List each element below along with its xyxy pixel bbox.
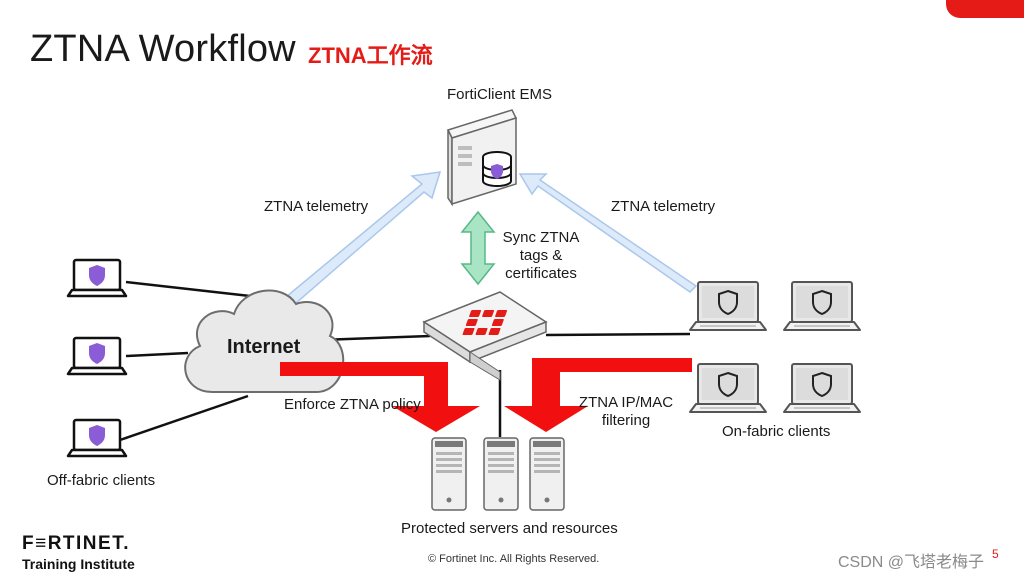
telemetry-arrow-right bbox=[518, 173, 698, 293]
telemetry-right-label: ZTNA telemetry bbox=[611, 198, 716, 215]
logo-subtitle: Training Institute bbox=[22, 556, 135, 572]
off-fabric-laptop-1 bbox=[66, 258, 128, 298]
enforce-policy-arrow bbox=[280, 362, 480, 432]
corner-accent bbox=[946, 0, 1024, 18]
sync-arrow bbox=[460, 210, 496, 286]
page-subtitle: ZTNA工作流 bbox=[308, 43, 433, 68]
page-title: ZTNA Workflow bbox=[30, 28, 296, 70]
watermark-text: CSDN @飞塔老梅子 bbox=[838, 554, 985, 571]
database-icon bbox=[482, 151, 512, 187]
ipmac-filter-arrow bbox=[504, 358, 692, 432]
sync-label: Sync ZTNA tags & certificates bbox=[502, 229, 580, 282]
shield-icon bbox=[89, 265, 105, 286]
page-number: 5 bbox=[992, 547, 999, 561]
off-fabric-laptop-3 bbox=[66, 418, 128, 458]
firewall-icon bbox=[422, 291, 548, 381]
internet-label: Internet bbox=[227, 336, 301, 358]
telemetry-left-label: ZTNA telemetry bbox=[264, 198, 369, 215]
server-icon-1 bbox=[431, 437, 467, 511]
shield-icon bbox=[812, 371, 832, 398]
fortinet-logo: F≡RTINET. bbox=[22, 533, 130, 554]
on-fabric-laptop-3 bbox=[689, 363, 767, 413]
copyright-text: © Fortinet Inc. All Rights Reserved. bbox=[428, 553, 600, 565]
ipmac-filter-label: ZTNA IP/MAC filtering bbox=[578, 394, 674, 429]
on-fabric-laptop-2 bbox=[783, 281, 861, 331]
on-fabric-laptop-4 bbox=[783, 363, 861, 413]
off-fabric-label: Off-fabric clients bbox=[47, 472, 156, 489]
on-fabric-label: On-fabric clients bbox=[722, 423, 831, 440]
telemetry-arrow-left bbox=[278, 171, 442, 312]
servers-label: Protected servers and resources bbox=[401, 520, 618, 537]
shield-icon bbox=[812, 289, 832, 316]
server-icon-3 bbox=[529, 437, 565, 511]
ems-label: FortiClient EMS bbox=[447, 86, 553, 103]
on-fabric-laptop-1 bbox=[689, 281, 767, 331]
connection-lines bbox=[119, 280, 691, 442]
shield-icon bbox=[718, 289, 738, 316]
shield-icon bbox=[89, 425, 105, 446]
shield-icon bbox=[89, 343, 105, 364]
shield-icon bbox=[718, 371, 738, 398]
server-icon-2 bbox=[483, 437, 519, 511]
enforce-policy-label: Enforce ZTNA policy bbox=[284, 396, 421, 413]
off-fabric-laptop-2 bbox=[66, 336, 128, 376]
